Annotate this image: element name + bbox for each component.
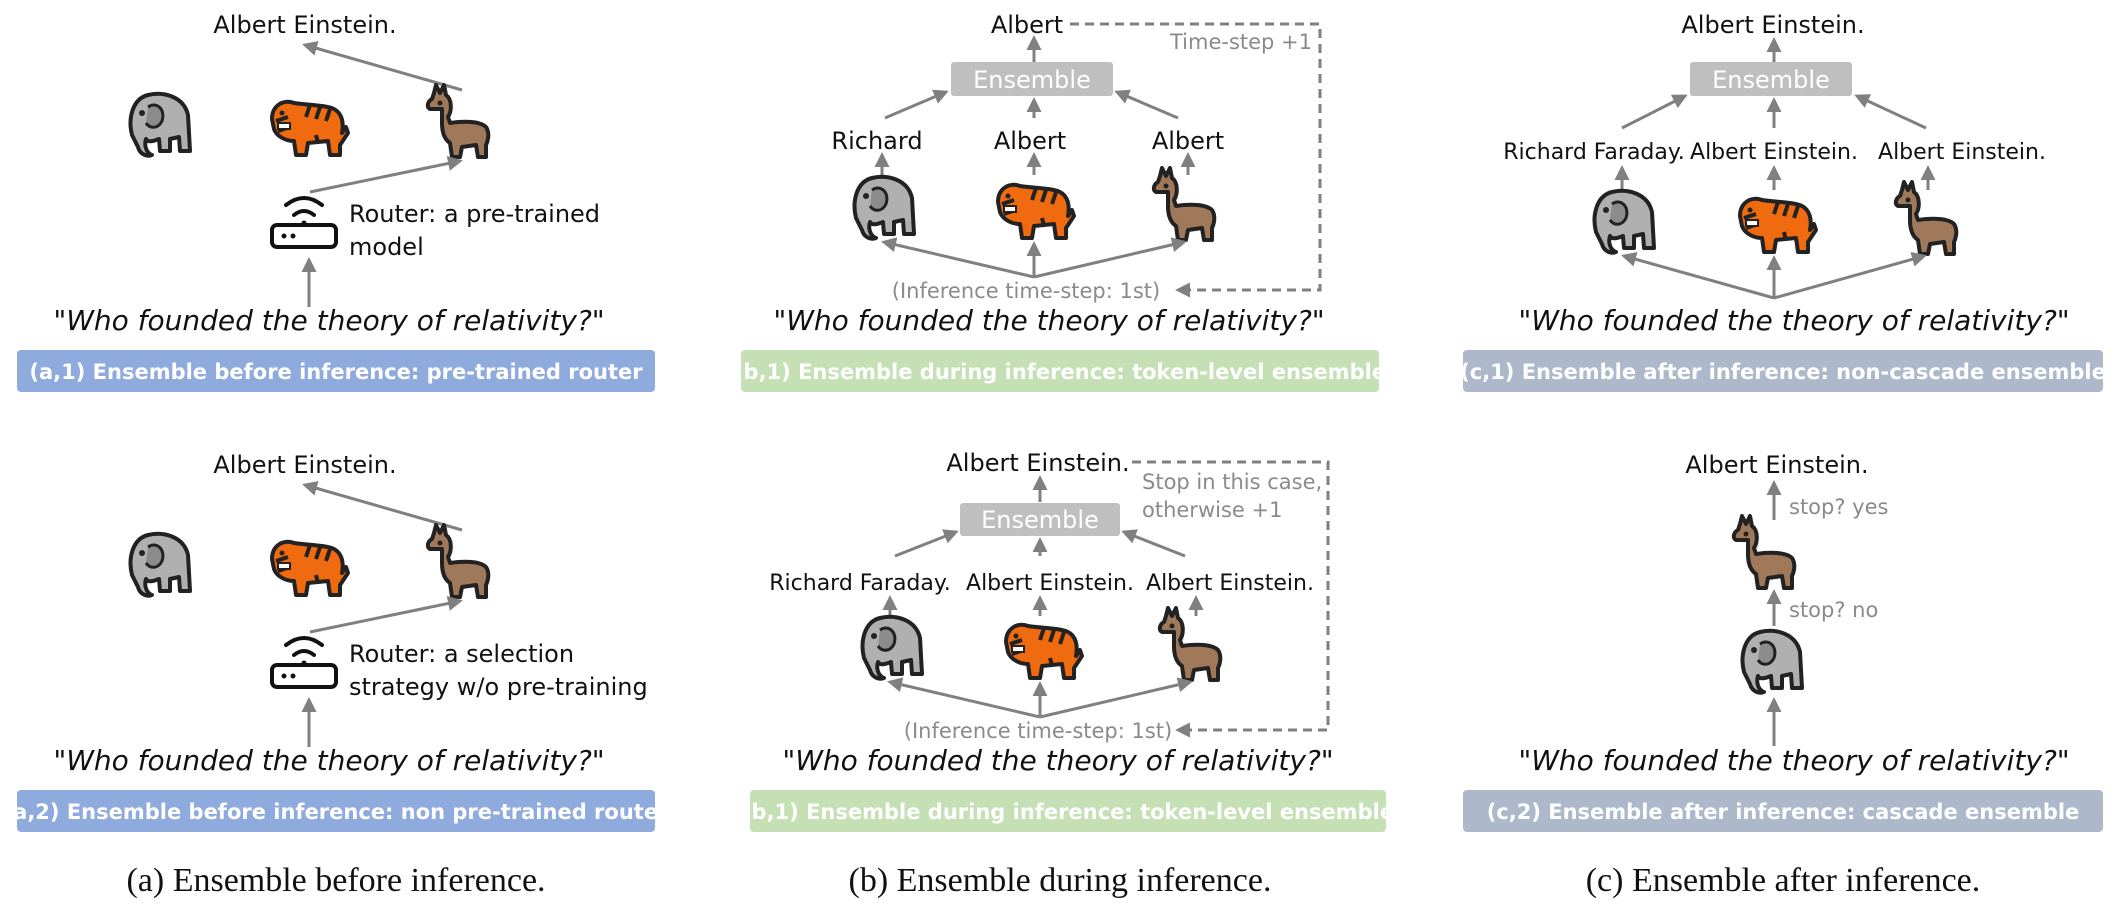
banner-text: (a,2) Ensemble before inference: non pre… <box>4 800 669 824</box>
candidate-text: Richard Faraday. <box>1503 140 1685 165</box>
elephant-icon <box>860 614 924 681</box>
question-text: "Who founded the theory of relativity?" <box>782 744 1333 777</box>
candidate-token: Albert Einstein. <box>1146 571 1314 596</box>
llama-icon <box>1157 606 1223 682</box>
candidate-text: Albert Einstein. <box>1690 140 1858 165</box>
tiger-icon <box>996 182 1076 240</box>
caption-a: (a) Ensemble before inference. <box>126 862 545 899</box>
inference-step-note: (Inference time-step: 1st) <box>904 719 1172 743</box>
question-text: "Who founded the theory of relativity?" <box>1518 744 2069 777</box>
arrow <box>887 677 1041 719</box>
stop-loop-arrow <box>1132 460 1330 738</box>
arrow <box>1621 94 1688 130</box>
router-label: Router: a pre-trained <box>349 200 600 228</box>
banner-text: (c,2) Ensemble after inference: cascade … <box>1487 800 2080 824</box>
llama-icon <box>425 83 491 159</box>
arrow <box>1114 89 1179 120</box>
arrow <box>884 89 949 120</box>
llama-icon <box>1893 180 1959 256</box>
panel-banner <box>750 790 1386 832</box>
router-label: model <box>349 233 424 261</box>
elephant-icon <box>128 531 192 598</box>
router-icon <box>270 636 338 689</box>
panel-c1: Albert Einstein. Ensemble Richard Farada… <box>1460 11 2106 392</box>
caption-c: (c) Ensemble after inference. <box>1586 862 1981 899</box>
tiger-icon <box>1004 622 1084 680</box>
question-text: "Who founded the theory of relativity?" <box>1518 304 2069 337</box>
ensemble-box <box>960 503 1120 536</box>
panel-banner <box>17 350 655 392</box>
stop-yes-note: stop? yes <box>1789 495 1888 519</box>
llama-icon <box>425 523 491 599</box>
arrow <box>1039 677 1193 719</box>
ensemble-box <box>951 62 1113 96</box>
panel-banner <box>741 350 1379 392</box>
caption-b: (b) Ensemble during inference. <box>849 862 1272 899</box>
ensemble-label: Ensemble <box>981 506 1099 534</box>
elephant-icon <box>852 174 916 241</box>
arrow <box>1121 529 1186 558</box>
elephant-icon <box>1592 188 1656 255</box>
ensemble-box <box>1690 62 1852 96</box>
arrow <box>302 481 463 532</box>
question-text: "Who founded the theory of relativity?" <box>53 744 604 777</box>
router-label: strategy w/o pre-training <box>349 673 648 701</box>
tiger-icon <box>270 99 350 157</box>
panel-a1: Albert Einstein. Router: a pre-trained m… <box>17 11 655 392</box>
question-text: "Who founded the theory of relativity?" <box>773 304 1324 337</box>
output-label: Albert Einstein. <box>213 451 396 479</box>
output-label: Albert Einstein. <box>946 449 1129 477</box>
panel-c2: Albert Einstein. stop? yes stop? no "Who… <box>1463 451 2103 832</box>
panel-b1: Albert Time-step +1 Ensemble Richard Alb… <box>734 11 1386 392</box>
output-label: Albert <box>991 11 1063 39</box>
output-label: Albert Einstein. <box>1681 11 1864 39</box>
arrow <box>309 156 463 194</box>
banner-text: (a,1) Ensemble before inference: pre-tra… <box>29 360 643 384</box>
tiger-icon <box>270 539 350 597</box>
router-label: Router: a selection <box>349 640 574 668</box>
arrow <box>881 237 1035 279</box>
panel-banner <box>1463 350 2103 392</box>
stop-no-note: stop? no <box>1789 598 1878 622</box>
banner-text: (b,1) Ensemble during inference: token-l… <box>742 800 1394 824</box>
arrow <box>894 529 959 558</box>
tiger-icon <box>1738 196 1818 254</box>
panel-b2: Albert Einstein. Stop in this case, othe… <box>742 449 1394 832</box>
candidate-token: Albert <box>1152 127 1224 155</box>
output-label: Albert Einstein. <box>1685 451 1868 479</box>
arrow <box>1773 252 1927 300</box>
arrow <box>1033 237 1187 279</box>
candidate-text: Albert Einstein. <box>1878 140 2046 165</box>
elephant-icon <box>128 91 192 158</box>
banner-text: (c,1) Ensemble after inference: non-casc… <box>1460 360 2106 384</box>
candidate-token: Albert Einstein. <box>966 571 1134 596</box>
stop-note: Stop in this case, <box>1142 470 1322 494</box>
candidate-token: Richard <box>831 127 922 155</box>
ensemble-label: Ensemble <box>973 66 1091 94</box>
arrow <box>1854 94 1927 130</box>
candidate-token: Richard Faraday. <box>769 571 951 596</box>
candidate-token: Albert <box>994 127 1066 155</box>
llama-icon <box>1151 166 1217 242</box>
arrow <box>302 41 463 92</box>
question-text: "Who founded the theory of relativity?" <box>53 304 604 337</box>
router-icon <box>270 196 338 249</box>
panel-banner <box>17 790 655 832</box>
panel-banner <box>1463 790 2103 832</box>
banner-text: (b,1) Ensemble during inference: token-l… <box>734 360 1386 384</box>
elephant-icon <box>1740 628 1804 695</box>
stop-note: otherwise +1 <box>1142 498 1282 522</box>
arrow <box>309 596 463 634</box>
output-label: Albert Einstein. <box>213 11 396 39</box>
arrow <box>1621 252 1775 300</box>
timestep-loop-arrow <box>1070 22 1322 298</box>
ensemble-label: Ensemble <box>1712 66 1830 94</box>
timestep-note: Time-step +1 <box>1169 30 1312 54</box>
inference-step-note: (Inference time-step: 1st) <box>892 279 1160 303</box>
panel-a2: Albert Einstein. Router: a selection str… <box>4 451 669 832</box>
llama-icon <box>1731 514 1797 590</box>
